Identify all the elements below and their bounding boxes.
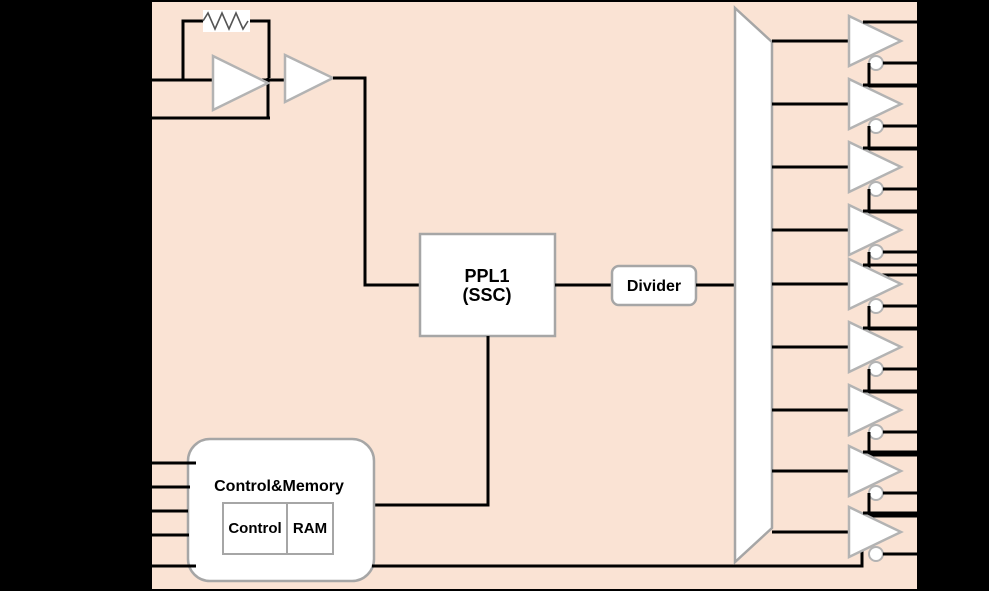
feedback-right-leg <box>250 19 271 78</box>
pll-to-control-wire <box>374 336 490 507</box>
output-buffer-6-triangle[interactable] <box>847 320 904 374</box>
output-buffer-1-triangle[interactable] <box>847 14 904 68</box>
output-buffer-4-triangle[interactable] <box>847 203 904 257</box>
output-buffer-4-invert-bubble <box>868 244 884 260</box>
divider-block[interactable]: Divider <box>610 264 698 307</box>
resistor-zigzag-icon <box>202 11 249 31</box>
output-buffer-5-invert-bubble <box>868 298 884 314</box>
buffer-amplifier-triangle <box>283 53 336 105</box>
output-buffer-2-invert-bubble <box>868 118 884 134</box>
mux-to-buffer-wires <box>772 39 851 534</box>
pll-block[interactable]: PPL1 (SSC) <box>418 232 557 338</box>
output-buffer-5-triangle[interactable] <box>847 257 904 311</box>
output-buffer-9-triangle[interactable] <box>847 505 904 559</box>
output-buffer-8-invert-bubble <box>868 485 884 501</box>
output-buffer-7-invert-bubble <box>868 424 884 440</box>
output-buffer-3-triangle[interactable] <box>847 140 904 194</box>
feedback-left-leg <box>181 19 203 80</box>
pll-label-line1: PPL1 <box>464 266 509 286</box>
pll-label-line2: (SSC) <box>463 285 512 305</box>
control-subblock-label: Control <box>228 520 281 537</box>
feedback-resistor <box>202 10 250 32</box>
output-buffer-9-invert-bubble <box>868 546 884 562</box>
control-memory-label: Control&Memory <box>214 478 344 495</box>
output-buffer-6-invert-bubble <box>868 361 884 377</box>
oscillator-feedback-wires <box>181 19 271 118</box>
divider-label: Divider <box>627 278 681 295</box>
oscillator-amplifier-triangle <box>211 53 271 113</box>
output-fanout-mux[interactable] <box>733 5 774 565</box>
output-buffer-2-triangle[interactable] <box>847 77 904 131</box>
control-input-pins <box>151 461 196 568</box>
buffer-amplifier <box>283 53 336 105</box>
ram-subblock[interactable] <box>286 502 334 555</box>
output-buffer-9[interactable] <box>847 505 918 562</box>
output-buffer-6[interactable] <box>847 320 918 394</box>
oscillator-amplifier <box>211 53 271 113</box>
buffer-to-pll-wire <box>333 76 420 287</box>
output-buffer-1-invert-bubble <box>868 55 884 71</box>
output-buffer-8-triangle[interactable] <box>847 444 904 498</box>
output-buffer-7-triangle[interactable] <box>847 383 904 437</box>
ram-subblock-label: RAM <box>293 520 327 537</box>
output-buffer-1[interactable] <box>847 14 918 88</box>
output-buffer-3-invert-bubble <box>868 181 884 197</box>
output-buffer-4[interactable] <box>847 203 918 277</box>
control-memory-block[interactable]: Control&Memory Control RAM <box>186 437 376 583</box>
output-buffer-8[interactable] <box>847 444 918 518</box>
output-fanout-mux-body[interactable] <box>733 5 774 565</box>
